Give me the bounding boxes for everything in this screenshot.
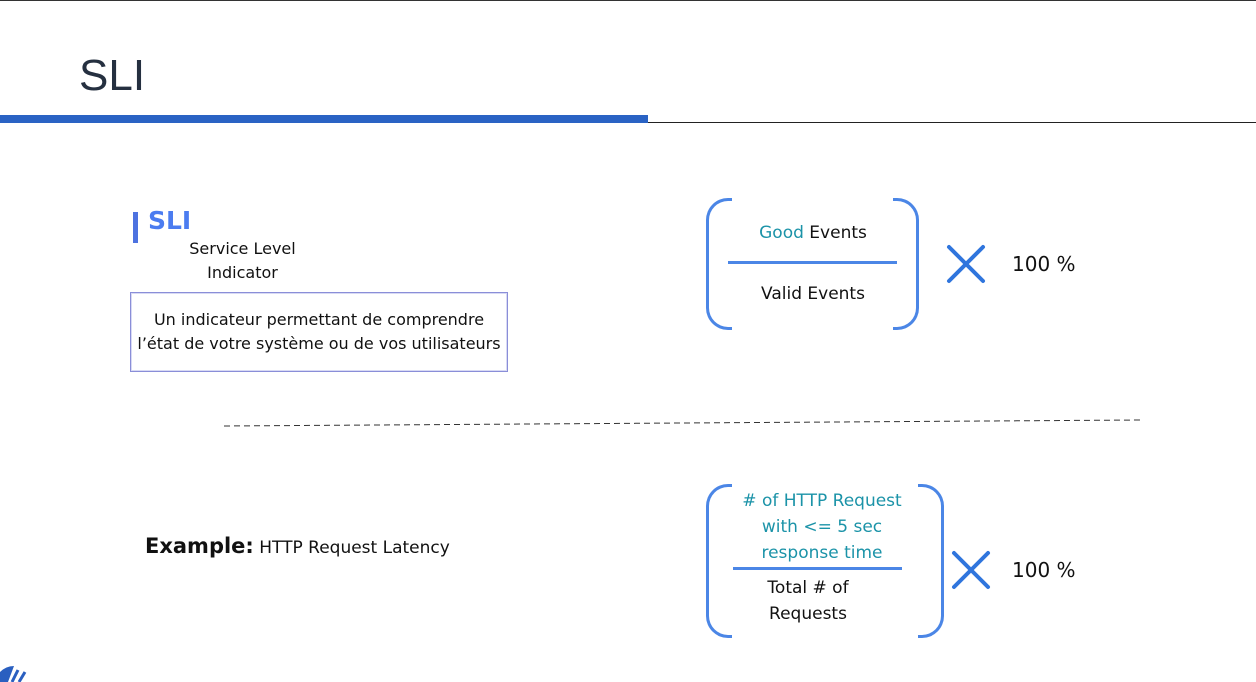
numerator-highlight: Good: [759, 223, 804, 243]
sli-subtitle: Service Level Indicator: [189, 239, 296, 282]
logo-icon: [0, 666, 27, 682]
example-fraction-bar: [733, 567, 902, 570]
formula-right-bracket: [893, 198, 919, 330]
example-percent: 100 %: [1012, 558, 1076, 582]
example-label: Example: HTTP Request Latency: [145, 532, 450, 562]
title-underline: [648, 122, 1256, 123]
title-underline-accent: [0, 115, 648, 123]
example-denominator: Total # of Requests: [767, 578, 849, 624]
example-left-bracket: [706, 484, 732, 638]
times-icon: [952, 551, 990, 589]
sli-accent-bar: [133, 212, 138, 243]
example-prefix: Example:: [145, 534, 254, 558]
top-border: [0, 0, 1256, 1]
example-numerator: # of HTTP Request with <= 5 sec response…: [742, 491, 902, 563]
formula-left-bracket: [706, 198, 732, 330]
sli-heading: SLI: [148, 206, 192, 235]
formula-percent: 100 %: [1012, 252, 1076, 276]
slide-title: SLI: [79, 51, 146, 100]
formula-fraction-bar: [728, 261, 897, 264]
dashed-divider: [224, 419, 1140, 427]
example-text: HTTP Request Latency: [253, 538, 450, 558]
formula-numerator: Good Events: [728, 220, 898, 246]
definition-text: Un indicateur permettant de comprendre l…: [137, 310, 501, 353]
formula-denominator: Valid Events: [761, 284, 865, 304]
definition-box: Un indicateur permettant de comprendre l…: [130, 292, 508, 372]
example-right-bracket: [918, 484, 944, 638]
times-icon: [947, 245, 985, 283]
numerator-rest: Events: [803, 223, 867, 243]
